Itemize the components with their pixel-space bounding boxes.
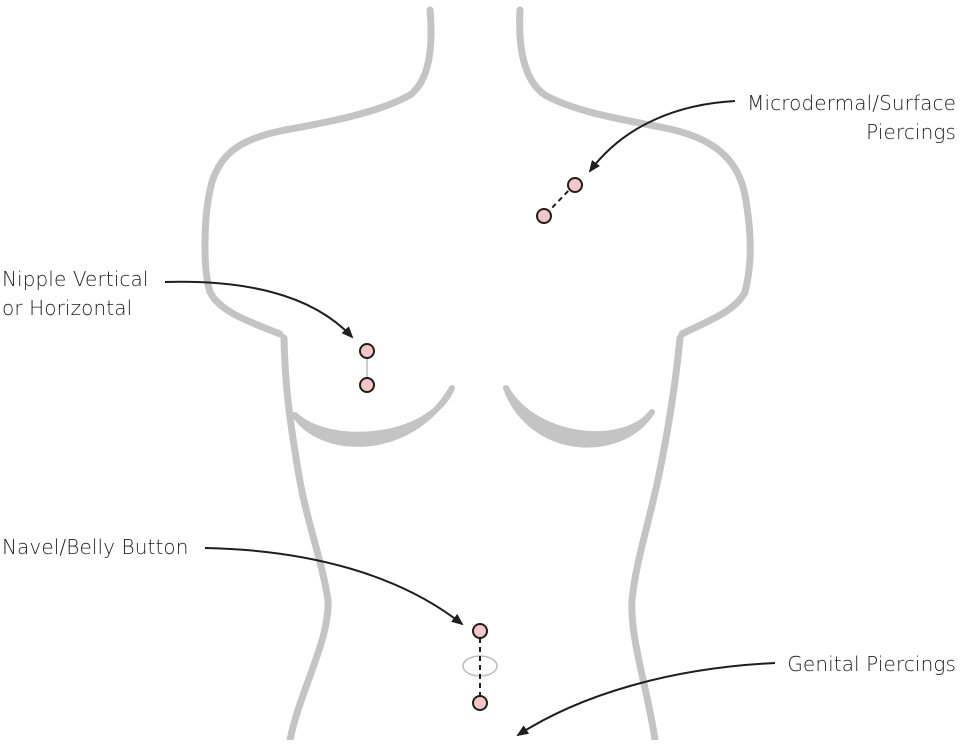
navel-label-line1: Navel/Belly Button [2, 535, 189, 559]
right-shoulder-outline [661, 124, 754, 338]
nipple-label-line2: or Horizontal [2, 296, 133, 320]
navel-piercing [462, 623, 498, 711]
nipple-label: Nipple Vertical or Horizontal [2, 265, 149, 323]
nipple-dot-upper [359, 343, 375, 359]
navel-dot-lower [472, 695, 488, 711]
microdermal-label-line1: Microdermal/Surface [747, 91, 956, 115]
navel-dot-upper [472, 623, 488, 639]
right-neck-outline [516, 6, 669, 132]
microdermal-arrow [588, 100, 736, 173]
left-breast-curve [292, 385, 455, 447]
nipple-piercing [359, 343, 375, 393]
right-breast-curve [503, 385, 655, 448]
left-shoulder-outline [201, 126, 289, 338]
nipple-dot-lower [359, 377, 375, 393]
microdermal-dot-upper [567, 177, 583, 193]
microdermal-piercing [536, 177, 583, 224]
genital-label-line1: Genital Piercings [787, 652, 956, 676]
left-torso-outline [280, 334, 332, 744]
nipple-arrow [164, 280, 354, 339]
microdermal-label: Microdermal/Surface Piercings [747, 89, 956, 147]
genital-label: Genital Piercings [787, 650, 956, 679]
genital-arrow [516, 662, 776, 737]
left-neck-outline [281, 6, 435, 134]
microdermal-dot-lower [536, 208, 552, 224]
microdermal-label-line2: Piercings [866, 120, 956, 144]
nipple-label-line1: Nipple Vertical [2, 267, 149, 291]
right-torso-outline [628, 334, 684, 744]
navel-label: Navel/Belly Button [2, 533, 189, 562]
navel-arrow [204, 547, 464, 626]
